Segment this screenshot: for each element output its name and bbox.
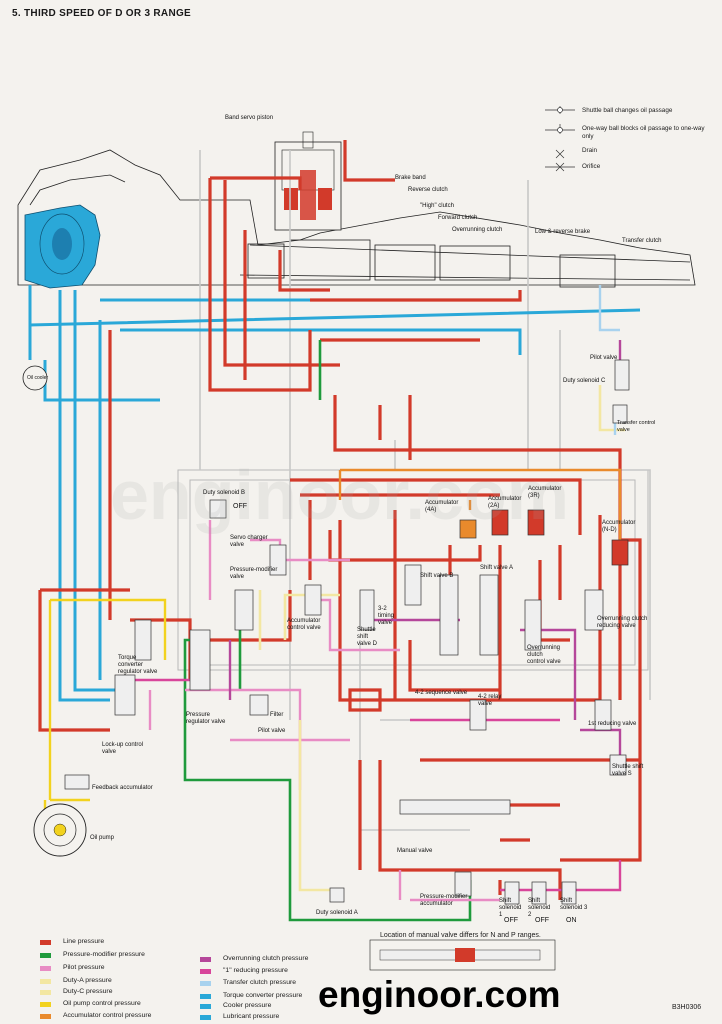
legend-label: Torque converter pressure — [223, 992, 303, 999]
legend-label: Transfer clutch pressure — [223, 979, 297, 986]
symbol-legend: Shuttle ball changes oil passage One-way… — [540, 100, 718, 175]
label-accumulator-control-valve: Accumulator control valve — [287, 618, 321, 631]
label-sequence-valve: 4-2 sequence valve — [415, 690, 468, 696]
legend-label: Oil pump control pressure — [63, 1000, 141, 1007]
label-pressure-regulator-valve: Pressure regulator valve — [186, 712, 226, 725]
legend-swatch — [40, 966, 51, 971]
label-overrunning-clutch: Overrunning clutch — [452, 227, 503, 233]
figure-code: B3H0306 — [672, 1004, 702, 1011]
label-transfer-clutch: Transfer clutch — [622, 238, 662, 244]
label-low-reverse-brake: Low & reverse brake — [535, 229, 591, 235]
label-servo-charger-valve: Servo charger valve — [230, 535, 268, 548]
watermark: enginoor.com — [318, 974, 561, 1015]
page-title: 5. THIRD SPEED OF D OR 3 RANGE — [12, 8, 192, 19]
label-oil-cooler: Oil cooler — [27, 375, 49, 381]
legend-swatch — [40, 1014, 51, 1019]
label-duty-b-state: OFF — [233, 503, 247, 510]
label-timing-valve: 3-2 timing valve — [378, 606, 395, 626]
legend-label: Cooler pressure — [223, 1002, 272, 1009]
legend-label: Pressure-modifier pressure — [63, 951, 145, 958]
legend-label: Accumulator control pressure — [63, 1012, 152, 1019]
valve-bodies — [64, 359, 630, 905]
label-shift-solenoid-1: Shift solenoid 1 — [499, 898, 522, 918]
label-overrunning-clutch-control-valve: Overrunning clutch control valve — [527, 645, 561, 665]
label-duty-solenoid-c: Duty solenoid C — [563, 378, 606, 384]
label-high-clutch: "High" clutch — [420, 203, 454, 209]
oil-pump-icon — [33, 803, 87, 857]
legend-swatch — [40, 979, 51, 984]
label-overrunning-clutch-reducing-valve: Overrunning clutch reducing valve — [597, 616, 648, 629]
symbol-one-way-ball-label: One-way ball blocks oil passage to one-w… — [582, 125, 705, 140]
label-brake-band: Brake band — [395, 175, 426, 181]
label-accumulator-4a: Accumulator (4A) — [425, 500, 459, 513]
label-shift-valve-b: Shift valve B — [420, 573, 454, 579]
pressure-modifier-lines — [183, 340, 472, 922]
legend-label: Pilot pressure — [63, 964, 105, 971]
label-manual-valve: Manual valve — [397, 848, 433, 854]
label-oil-pump: Oil pump — [90, 835, 115, 841]
oil-cooler-icon — [22, 365, 48, 391]
label-band-servo-piston: Band servo piston — [225, 115, 274, 121]
symbol-legend-drawings — [545, 106, 575, 172]
label-accumulator-nd: Accumulator (N-D) — [602, 520, 636, 533]
label-pilot-valve-center: Pilot valve — [258, 728, 286, 734]
background-watermark: enginoor.com — [110, 456, 569, 534]
legend-label: Overrunning clutch pressure — [223, 955, 309, 962]
label-solenoid-3-state: ON — [566, 917, 577, 924]
label-reverse-clutch: Reverse clutch — [408, 187, 448, 193]
legend-swatch — [200, 969, 211, 974]
symbol-drain-label: Drain — [582, 147, 598, 154]
accumulator-control-lines — [338, 468, 622, 555]
label-shuttle-shift-valve-d: Shuttle shift valve D — [357, 627, 378, 647]
torque-converter — [24, 204, 101, 289]
legend-swatch — [200, 994, 211, 999]
legend-label: "1" reducing pressure — [223, 967, 288, 974]
torque-converter-lines — [28, 285, 641, 702]
symbol-orifice-label: Orifice — [582, 163, 601, 170]
legend-swatch — [40, 940, 51, 945]
legend-swatch — [40, 1002, 51, 1007]
label-lockup-control-valve: Lock-up control valve — [102, 742, 144, 755]
manual-valve-inset — [369, 939, 556, 971]
legend-label: Line pressure — [63, 938, 105, 945]
label-transfer-control-valve: Transfer control valve — [617, 420, 656, 433]
label-duty-solenoid-b: Duty solenoid B — [203, 490, 246, 496]
legend-swatch — [40, 990, 51, 995]
label-duty-solenoid-a: Duty solenoid A — [316, 910, 358, 916]
legend-swatch — [200, 981, 211, 986]
label-torque-converter-regulator-valve: Torque converter regulator valve — [118, 655, 158, 675]
label-shuttle-shift-valve-s: Shuttle shift valve S — [612, 764, 644, 777]
label-pressure-modifier-accumulator: Pressure-modifier accumulator — [420, 894, 468, 907]
label-solenoid-2-state: OFF — [535, 917, 549, 924]
label-feedback-accumulator: Feedback accumulator — [92, 785, 153, 791]
legend-label: Lubricant pressure — [223, 1013, 280, 1020]
label-forward-clutch: Forward clutch — [438, 215, 478, 221]
label-shift-valve-a: Shift valve A — [480, 565, 514, 571]
manual-valve-note: Location of manual valve differs for N a… — [380, 932, 541, 939]
legend-label: Duty-A pressure — [63, 977, 112, 984]
duty-pressure-lines — [258, 385, 625, 892]
label-relay-valve: 4-2 relay valve — [478, 694, 502, 707]
label-filter: Filter — [270, 712, 284, 718]
legend-swatch — [200, 1015, 211, 1020]
label-pilot-valve-right: Pilot valve — [590, 355, 618, 361]
label-shift-solenoid-2: Shift solenoid 2 — [528, 898, 551, 918]
label-1st-reducing-valve: 1st reducing valve — [588, 721, 637, 727]
legend-label: Duty-C pressure — [63, 988, 113, 995]
label-shift-solenoid-3: Shift solenoid 3 — [560, 898, 588, 911]
label-solenoid-1-state: OFF — [504, 917, 518, 924]
legend-swatch — [40, 953, 51, 958]
label-accumulator-2a: Accumulator (2A) — [488, 496, 522, 509]
legend-swatch — [200, 1004, 211, 1009]
label-accumulator-3r: Accumulator (3R) — [528, 486, 562, 499]
transmission-case — [17, 149, 696, 288]
band-servo-housing — [274, 131, 342, 231]
symbol-shuttle-ball-label: Shuttle ball changes oil passage — [582, 107, 673, 114]
legend-swatch — [200, 957, 211, 962]
oil-pump-control-lines — [43, 598, 167, 825]
label-pressure-modifier-valve: Pressure-modifier valve — [230, 567, 278, 580]
accumulators — [459, 509, 629, 566]
